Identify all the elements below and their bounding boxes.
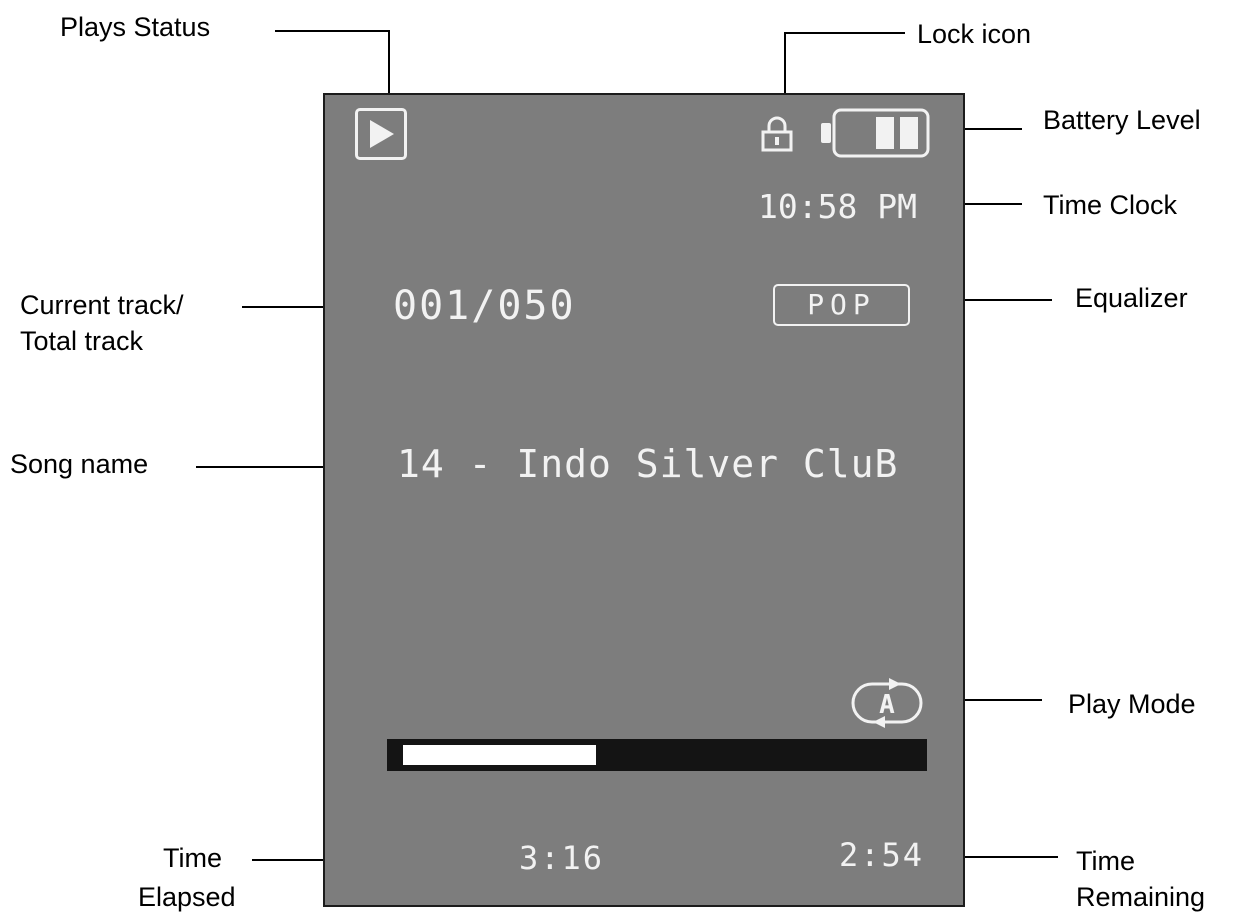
song-name: 14 - Indo Silver CluB xyxy=(397,442,899,486)
callout-current-track-line1: Current track/ xyxy=(20,290,184,320)
callout-time-clock: Time Clock xyxy=(1043,190,1178,220)
callout-lock-icon: Lock icon xyxy=(917,19,1032,49)
lock-icon xyxy=(761,116,793,152)
callout-time-remaining-line2: Remaining xyxy=(1076,882,1206,912)
equalizer-badge[interactable]: POP xyxy=(773,284,910,326)
progress-bar[interactable] xyxy=(387,739,927,771)
leader-plays-status xyxy=(275,30,390,108)
callout-song-name: Song name xyxy=(10,449,149,479)
callout-equalizer: Equalizer xyxy=(1075,283,1188,313)
leader-lock-icon xyxy=(784,32,905,112)
time-elapsed: 3:16 xyxy=(519,839,605,877)
progress-fill xyxy=(403,745,596,765)
play-mode-letter: A xyxy=(879,690,895,720)
time-clock: 10:58 PM xyxy=(758,187,917,226)
player-screen: 10:58 PM 001/050 POP 14 - Indo Silver Cl… xyxy=(323,93,965,907)
track-counter: 001/050 xyxy=(393,283,576,329)
callout-time-elapsed-line1: Time xyxy=(163,843,222,873)
battery-icon xyxy=(821,108,930,158)
callout-time-remaining-line1: Time xyxy=(1076,846,1135,876)
play-icon[interactable] xyxy=(355,108,407,160)
repeat-all-icon[interactable]: A xyxy=(849,678,925,728)
callout-time-elapsed-line2: Elapsed xyxy=(138,882,236,912)
callout-play-mode: Play Mode xyxy=(1068,689,1196,719)
time-remaining: 2:54 xyxy=(839,836,925,874)
callout-battery-level: Battery Level xyxy=(1043,105,1201,135)
callout-current-track-line2: Total track xyxy=(20,326,144,356)
callout-plays-status: Plays Status xyxy=(60,12,211,42)
